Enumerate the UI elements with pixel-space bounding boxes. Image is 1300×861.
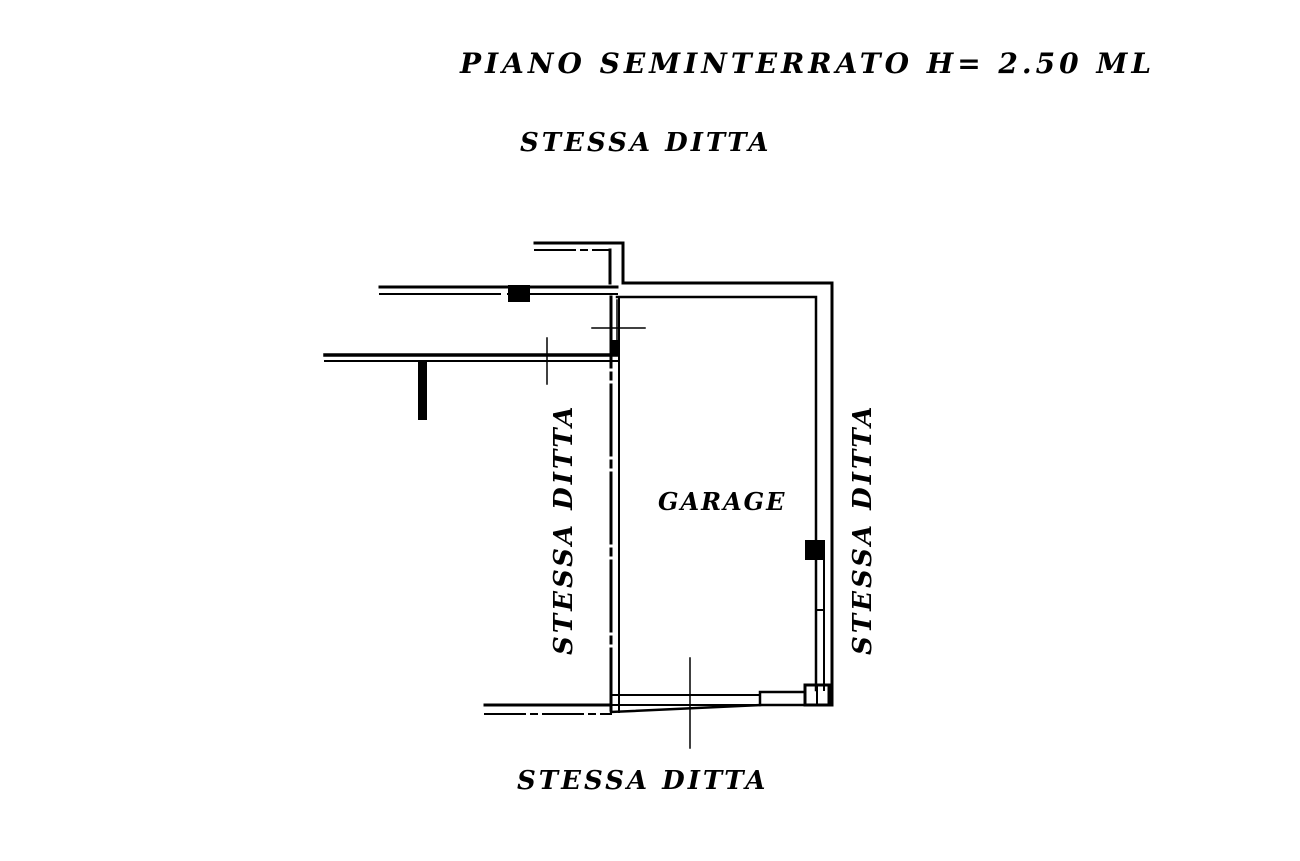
plan-title: PIANO SEMINTERRATO H= 2.50 ML <box>460 47 1156 80</box>
label-bottom-neighbour: STESSA DITTA <box>517 766 769 796</box>
wall-garage-bottom <box>483 690 807 715</box>
room-label-garage: GARAGE <box>658 487 787 516</box>
wall-garage-top-right <box>615 281 834 707</box>
corner-pillar <box>803 683 831 707</box>
column-block-top <box>508 285 530 302</box>
wall-stub-small <box>418 362 427 420</box>
wall-garage-left <box>609 295 620 713</box>
section-mark-top <box>591 299 646 346</box>
wall-neighbour-upper <box>323 285 619 362</box>
wall-stub-upper <box>533 241 625 285</box>
label-left-neighbour: STESSA DITTA <box>549 403 579 655</box>
label-top-neighbour: STESSA DITTA <box>520 128 772 158</box>
label-right-neighbour: STESSA DITTA <box>848 403 878 655</box>
wall-tab <box>610 340 620 354</box>
column-block-right <box>805 540 825 560</box>
